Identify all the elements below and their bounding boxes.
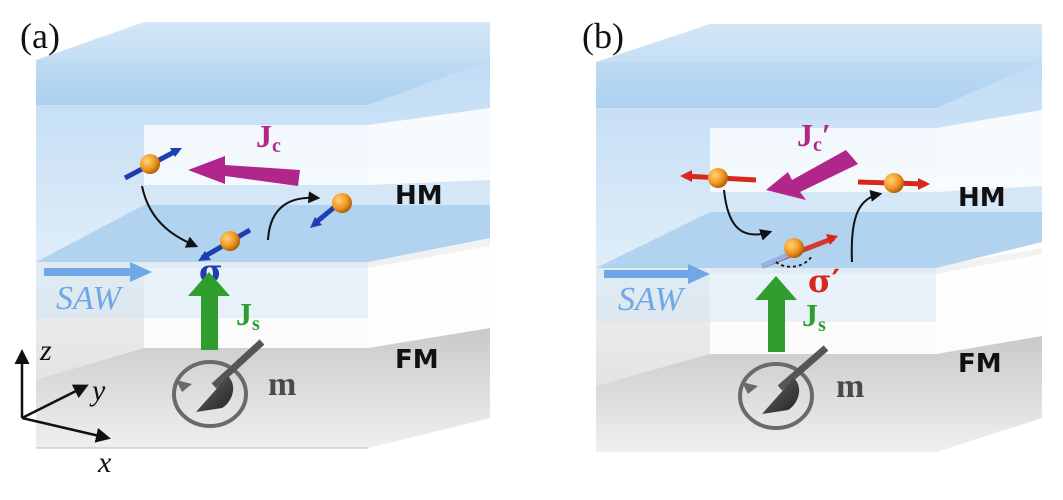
saw-label-a: SAW bbox=[56, 280, 124, 317]
fm-label-a: FM bbox=[395, 345, 439, 375]
spin-current-label-b: Js bbox=[802, 297, 826, 336]
electron-spin-a-left bbox=[123, 147, 182, 181]
spin-current-arrow-b bbox=[755, 276, 797, 352]
magnetization-label-b: m bbox=[836, 368, 864, 405]
panel-label-b: (b) bbox=[582, 16, 624, 56]
charge-current-label-a: Jc bbox=[256, 118, 281, 157]
saw-label-b: SAW bbox=[618, 281, 686, 318]
scatter-arrow-a-left bbox=[141, 185, 199, 248]
scatter-arrow-a-right bbox=[267, 191, 321, 241]
electron-spin-a-center bbox=[198, 227, 252, 261]
fm-label-b: FM bbox=[958, 349, 1002, 379]
electron-spin-b-center bbox=[761, 234, 838, 269]
charge-current-label-b: Jc′ bbox=[797, 117, 831, 156]
scatter-arrow-b-right bbox=[850, 190, 883, 263]
panel-b: (b) HM FM Jc′ σ′ SAW bbox=[582, 16, 1042, 452]
magnetization-a bbox=[172, 339, 265, 428]
spin-current-arrow-a bbox=[188, 272, 230, 350]
scatter-arrow-b-left bbox=[723, 189, 773, 241]
charge-current-arrow-a bbox=[188, 156, 300, 186]
fm-layer-b bbox=[596, 248, 1042, 452]
panel-label-a: (a) bbox=[20, 16, 60, 56]
axis-x-label: x bbox=[97, 446, 112, 479]
hm-label-a: HM bbox=[395, 181, 443, 211]
electron-spin-b-right bbox=[857, 173, 930, 193]
spin-current-label-a: Js bbox=[236, 296, 260, 335]
axis-y-label: y bbox=[89, 374, 106, 407]
axis-z-label: z bbox=[39, 334, 52, 367]
hm-label-b: HM bbox=[958, 183, 1006, 213]
coordinate-axes: z y x bbox=[14, 334, 112, 479]
saw-arrow-a bbox=[44, 262, 152, 282]
saw-arrow-b bbox=[604, 264, 710, 284]
electron-spin-a-right bbox=[310, 193, 352, 228]
magnetization-b bbox=[738, 345, 829, 430]
panel-a: (a) HM FM Jc σ SAW Js bbox=[14, 16, 490, 479]
spin-polarization-label-b: σ′ bbox=[808, 262, 840, 300]
electron-spin-b-left bbox=[680, 168, 757, 188]
fm-layer-a bbox=[36, 238, 490, 449]
charge-current-arrow-b bbox=[766, 150, 858, 200]
magnetization-label-a: m bbox=[268, 366, 296, 403]
